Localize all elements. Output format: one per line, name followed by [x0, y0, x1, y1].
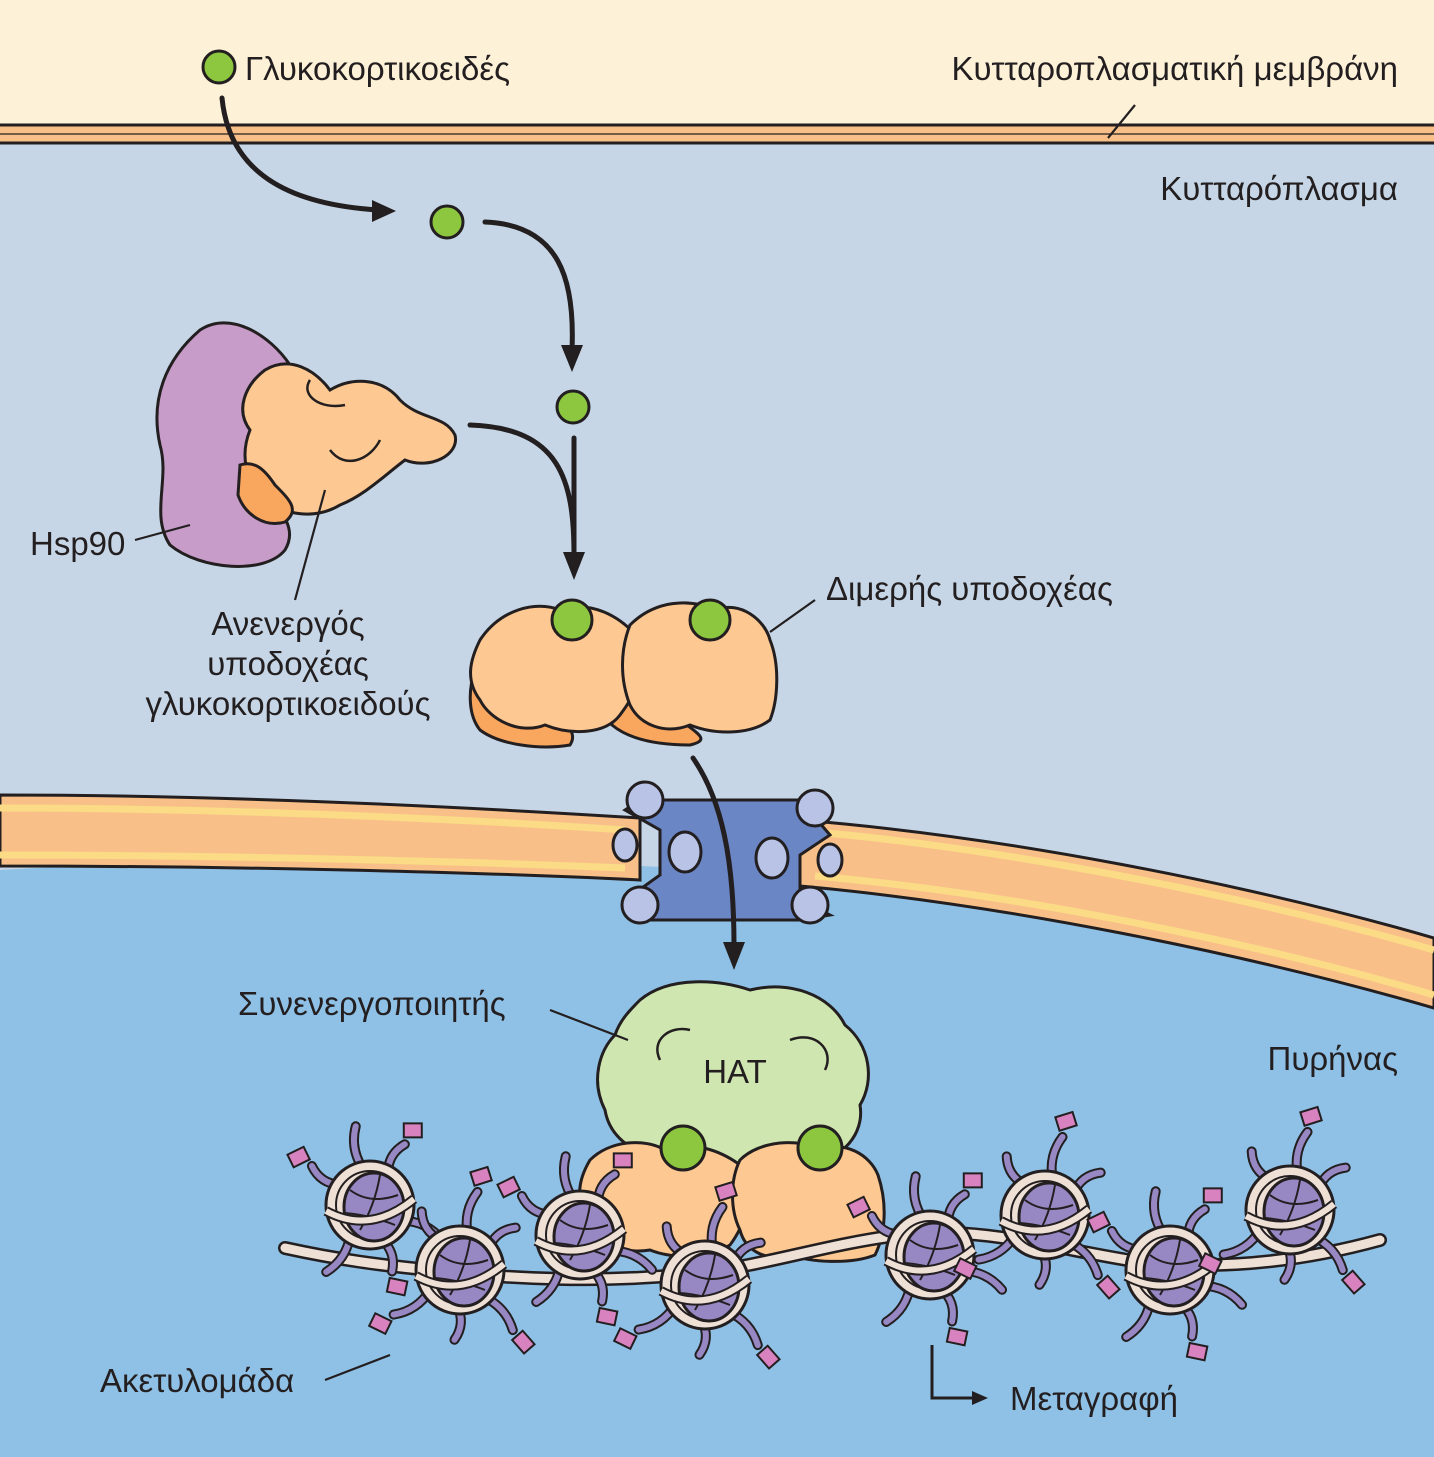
membrane-leader-line: [1107, 104, 1136, 139]
inactive-receptor-label-line1: Ανενεργός: [211, 605, 364, 642]
hormone-icon: [659, 1124, 707, 1172]
coactivator-leader-line: [549, 1008, 629, 1042]
acetyl-group-icon: [595, 1306, 619, 1327]
hat-label: HAT: [703, 1053, 767, 1090]
coactivator-complex: [578, 980, 886, 1263]
acetyl-group-icon: [385, 1276, 409, 1297]
acetyl-group-label: Ακετυλομάδα: [100, 1362, 294, 1399]
transcription-arrow: [930, 1345, 988, 1405]
acetyl-group-icon: [612, 1152, 633, 1169]
nuclear-envelope: [0, 793, 1434, 1010]
nuclear-import-arrow: [690, 755, 745, 970]
dimeric-receptor: [468, 598, 779, 749]
dimeric-receptor-label: Διμερής υποδοχέας: [826, 570, 1113, 607]
acetyl-group-icon: [612, 1326, 638, 1351]
cytoplasm-label: Κυτταρόπλασμα: [1160, 170, 1398, 207]
chromatin: [286, 1105, 1366, 1370]
inactive-receptor: [241, 362, 457, 516]
acetyl-group-icon: [1202, 1187, 1223, 1204]
acetyl-group-icon: [1197, 1251, 1223, 1276]
inactive-receptor-label-line2: υποδοχέας: [207, 645, 369, 682]
hormone-icon: [555, 389, 591, 425]
hormone-icon: [429, 204, 465, 240]
acetyl-group-icon: [1299, 1105, 1323, 1127]
nucleus-label: Πυρήνας: [1268, 1040, 1399, 1077]
nucleosome-icon: [1086, 1186, 1248, 1362]
nucleosome-icon: [496, 1151, 658, 1327]
inactive-receptor-complex: [155, 321, 457, 568]
nuclear-pore: [611, 780, 844, 925]
acetyl-group-icon: [714, 1180, 738, 1202]
acetyl-group-icon: [402, 1122, 423, 1139]
glucocorticoid-label: Γλυκοκορτικοειδές: [245, 50, 510, 87]
binding-arrow: [467, 422, 585, 580]
nucleosome-icon: [1197, 1105, 1366, 1295]
nucleosome-icon: [286, 1121, 448, 1297]
acetyl-leader-line: [324, 1353, 391, 1382]
hormone-icon: [688, 598, 732, 642]
nucleosome-icon: [952, 1110, 1121, 1300]
inactive-receptor-leader-line: [293, 489, 327, 601]
nucleosome-icon: [846, 1171, 1008, 1347]
hsp90-label: Hsp90: [30, 525, 125, 562]
hormone-icon: [796, 1124, 844, 1172]
hormone-icon: [550, 598, 594, 642]
acetyl-group-icon: [1095, 1274, 1121, 1300]
nucleosome-icon: [612, 1180, 781, 1370]
acetyl-group-icon: [496, 1175, 522, 1199]
inactive-receptor-shadow: [236, 462, 294, 525]
extracellular-region: [0, 0, 1434, 140]
hormone-entry-arrow: [219, 95, 396, 222]
acetyl-group-icon: [1054, 1110, 1078, 1132]
pore-subunit: [611, 780, 844, 925]
plasma-membrane: [0, 123, 1434, 145]
plasma-membrane-label: Κυτταροπλασματική μεμβράνη: [951, 50, 1398, 87]
acetyl-group-icon: [1340, 1269, 1366, 1295]
acetyl-group-icon: [469, 1165, 493, 1187]
hsp90-leader-line: [134, 523, 191, 542]
acetyl-group-icon: [510, 1329, 536, 1355]
hormone-icon: [201, 49, 237, 85]
acetyl-group-icon: [846, 1195, 872, 1219]
inactive-receptor-label-line3: γλυκοκορτικοειδούς: [146, 685, 431, 722]
acetyl-group-icon: [367, 1311, 393, 1336]
acetyl-group-icon: [945, 1326, 969, 1347]
hormone-to-receptor-arrow: [482, 219, 583, 372]
nucleosome-icon: [367, 1165, 536, 1355]
dimeric-receptor-leader-line: [769, 599, 816, 633]
acetyl-group-icon: [962, 1172, 983, 1189]
transcription-label: Μεταγραφή: [1010, 1380, 1178, 1417]
acetyl-group-icon: [1086, 1210, 1112, 1234]
acetyl-group-icon: [755, 1344, 781, 1370]
acetyl-group-icon: [286, 1145, 312, 1169]
coactivator-label: Συνενεργοποιητής: [238, 985, 506, 1022]
acetyl-group-icon: [952, 1256, 978, 1281]
acetyl-group-icon: [1185, 1341, 1209, 1362]
